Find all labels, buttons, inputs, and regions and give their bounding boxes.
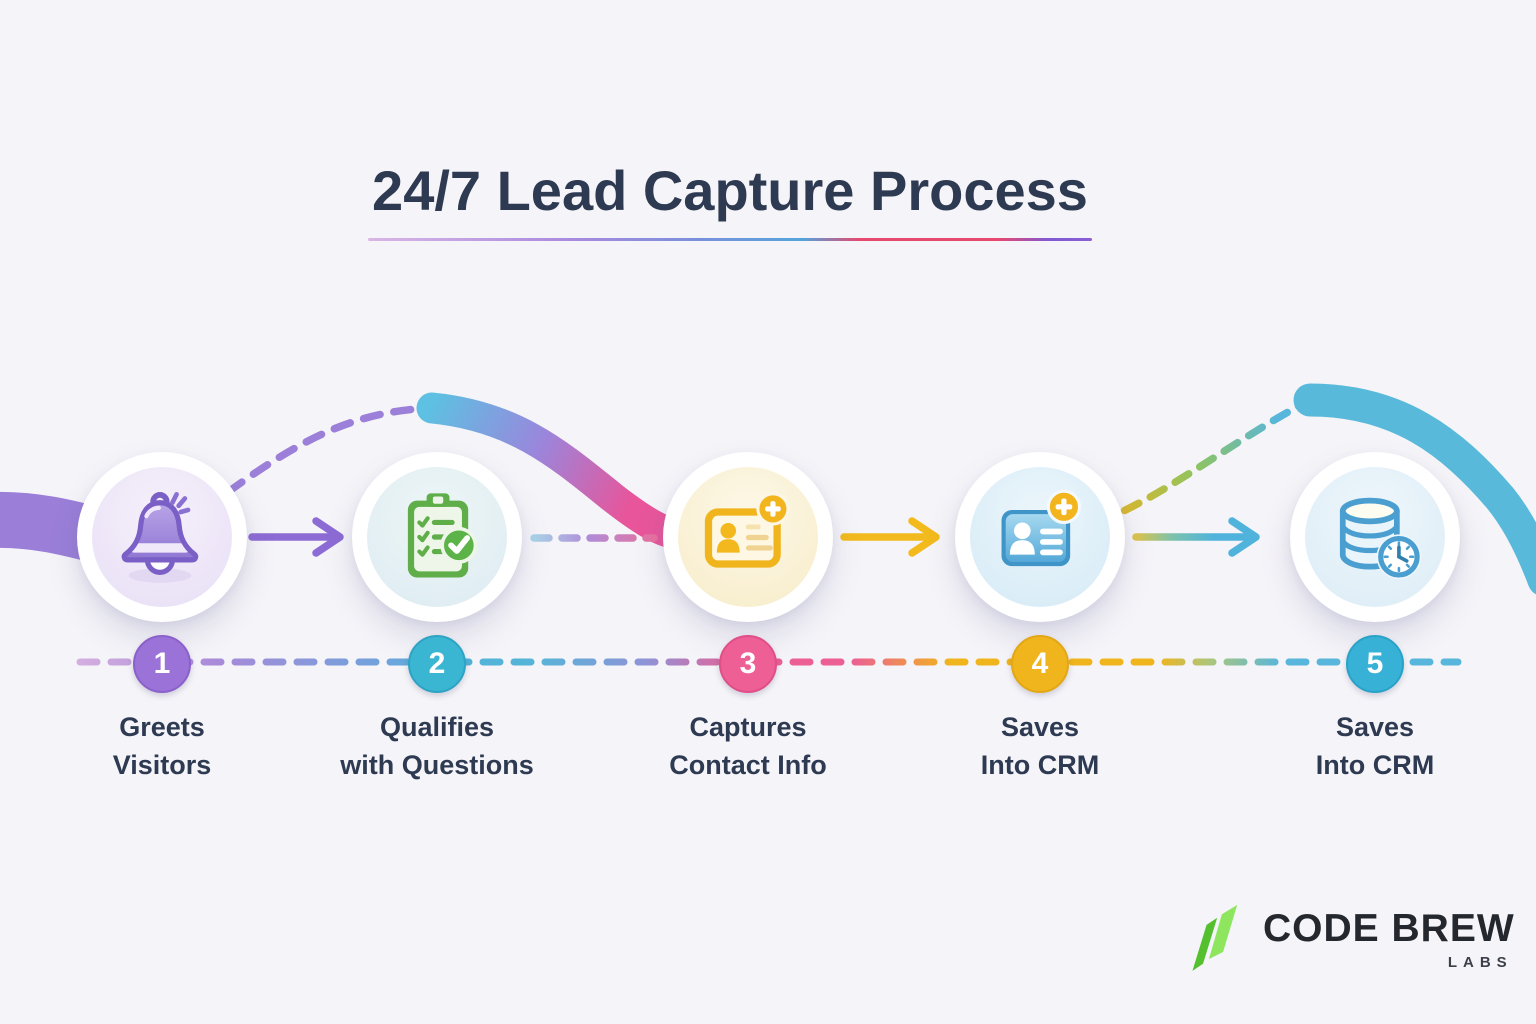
arrow-icon-1-2: [248, 517, 344, 557]
bell-icon: [121, 492, 199, 583]
step-1-label-line2: Visitors: [112, 750, 212, 780]
step-3-number-badge: 3: [719, 635, 777, 693]
blue-ribbon: [1293, 383, 1536, 595]
step-3-circle: [663, 452, 833, 622]
title-underline: [368, 238, 1092, 241]
arrow-icon-3-4: [840, 517, 940, 557]
step-5: 5 Saves Into CRM: [1245, 452, 1505, 784]
gradient-ribbon: [416, 392, 684, 548]
page-title: 24/7 Lead Capture Process: [372, 159, 1088, 222]
step-1: 1 Greets Visitors: [32, 452, 292, 784]
database-clock-icon: [1339, 497, 1422, 580]
step-5-label: Saves Into CRM: [1245, 708, 1505, 784]
step-1-label: Greets Visitors: [32, 708, 292, 784]
code-brew-logo: CODE BREW LABS: [1183, 900, 1515, 978]
step-2-number: 2: [428, 647, 446, 680]
step-4: 4 Saves Into CRM: [910, 452, 1170, 784]
step-5-circle: [1290, 452, 1460, 622]
step-2-number-badge: 2: [408, 635, 466, 693]
step-2-label: Qualifies with Questions: [307, 708, 567, 784]
step-3-label-line1: Captures: [689, 712, 807, 742]
logo-text: CODE BREW LABS: [1263, 907, 1515, 971]
contact-card-add-icon: [704, 492, 790, 568]
logo-brand: CODE BREW: [1263, 907, 1515, 950]
dashed-curve-step1: [224, 404, 434, 496]
step-4-label: Saves Into CRM: [910, 708, 1170, 784]
step-4-circle-inner: [970, 467, 1110, 607]
step-2: 2 Qualifies with Questions: [307, 452, 567, 784]
step-3-label: Captures Contact Info: [618, 708, 878, 784]
step-1-number: 1: [153, 647, 171, 680]
step-1-circle: [77, 452, 247, 622]
crm-card-add-icon: [1001, 489, 1082, 567]
step-2-circle-inner: [367, 467, 507, 607]
checklist-check-icon: [407, 493, 478, 578]
logo-sub: LABS: [1447, 954, 1513, 971]
step-4-number-badge: 4: [1011, 635, 1069, 693]
step-5-number-badge: 5: [1346, 635, 1404, 693]
step-3: 3 Captures Contact Info: [618, 452, 878, 784]
step-3-label-line2: Contact Info: [669, 750, 827, 780]
dashed-curve-step4: [1094, 398, 1310, 526]
step-1-number-badge: 1: [133, 635, 191, 693]
step-2-label-line1: Qualifies: [379, 712, 495, 742]
step-5-label-line2: Into CRM: [1315, 750, 1435, 780]
step-2-circle: [352, 452, 522, 622]
step-4-label-line1: Saves: [1000, 712, 1080, 742]
step-2-label-line2: with Questions: [340, 750, 534, 780]
step-1-circle-inner: [92, 467, 232, 607]
step-4-number: 4: [1031, 647, 1049, 680]
step-1-label-line1: Greets: [119, 712, 205, 742]
step-4-label-line2: Into CRM: [980, 750, 1100, 780]
step-5-circle-inner: [1305, 467, 1445, 607]
step-5-number: 5: [1366, 647, 1384, 680]
step-4-circle: [955, 452, 1125, 622]
step-3-circle-inner: [678, 467, 818, 607]
arrow-icon-4-5: [1132, 517, 1260, 557]
code-brew-logo-icon: [1192, 904, 1238, 971]
step-3-number: 3: [739, 647, 757, 680]
step-5-label-line1: Saves: [1335, 712, 1415, 742]
